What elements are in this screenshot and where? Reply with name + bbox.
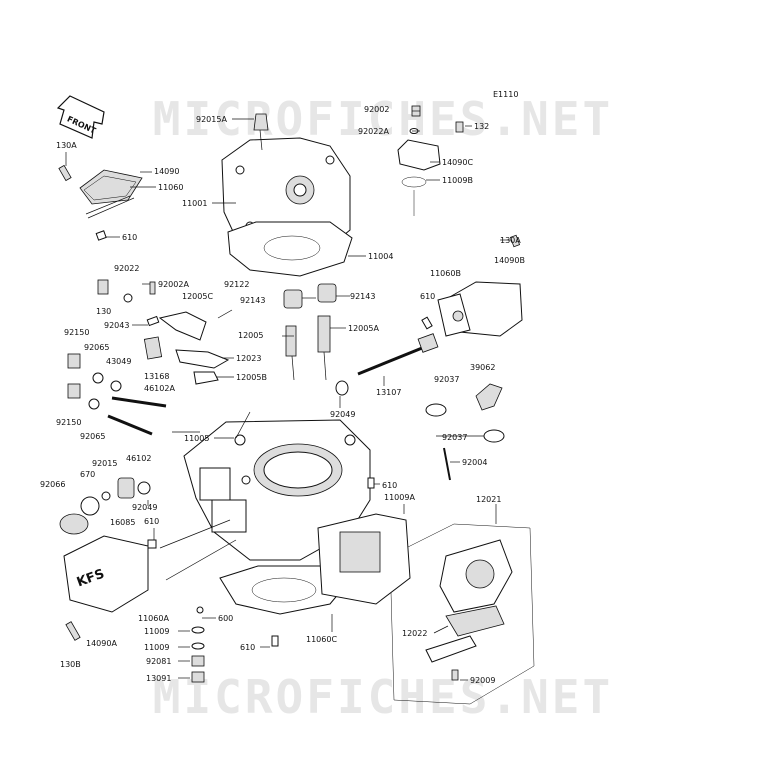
label-130a-topleft: 130A — [56, 141, 77, 150]
label-130: 130 — [96, 307, 111, 316]
label-46102a: 46102A — [144, 384, 175, 393]
label-670: 670 — [80, 470, 95, 479]
label-92002a: 92002A — [158, 280, 189, 289]
reed-valve-assembly — [389, 523, 535, 705]
label-11060: 11060 — [158, 183, 183, 192]
label-13107: 13107 — [376, 388, 401, 397]
label-610-b: 610 — [420, 292, 435, 301]
label-12005a: 12005A — [348, 324, 379, 333]
diagram-code: E1110 — [493, 90, 518, 99]
label-92122: 92122 — [224, 280, 249, 289]
leader-lines — [65, 110, 512, 681]
label-46102: 46102 — [126, 454, 151, 463]
label-16085: 16085 — [110, 518, 135, 527]
valve-shaft — [335, 333, 439, 396]
label-12005b: 12005B — [236, 373, 267, 382]
label-92004: 92004 — [462, 458, 487, 467]
label-11009b: 11009B — [442, 176, 473, 185]
label-11004: 11004 — [368, 252, 393, 261]
label-13091: 13091 — [146, 674, 171, 683]
label-92049-b: 92049 — [132, 503, 157, 512]
label-11009a: 11009A — [384, 493, 415, 502]
label-12022: 12022 — [402, 629, 427, 638]
label-11060c: 11060C — [306, 635, 337, 644]
watermark-bottom: MICROFICHES.NET — [152, 670, 614, 724]
label-11001: 11001 — [182, 199, 207, 208]
label-92022a: 92022A — [358, 127, 389, 136]
label-12005c: 12005C — [182, 292, 213, 301]
label-11009-a: 11009 — [144, 627, 169, 636]
label-92143-a: 92143 — [240, 296, 265, 305]
label-92002: 92002 — [364, 105, 389, 114]
label-14090a: 14090A — [86, 639, 117, 648]
label-13168: 13168 — [144, 372, 169, 381]
label-610-c: 610 — [382, 481, 397, 490]
label-43049: 43049 — [106, 357, 131, 366]
label-92009: 92009 — [470, 676, 495, 685]
label-92043: 92043 — [104, 321, 129, 330]
label-14090c: 14090C — [442, 158, 473, 167]
label-92015: 92015 — [92, 459, 117, 468]
label-92143-b: 92143 — [350, 292, 375, 301]
label-610-a: 610 — [122, 233, 137, 242]
label-92065-a: 92065 — [84, 343, 109, 352]
label-39062: 39062 — [470, 363, 495, 372]
valve-cover — [421, 234, 523, 337]
label-92015a: 92015A — [196, 115, 227, 124]
exhaust-valves — [283, 283, 337, 381]
label-92081: 92081 — [146, 657, 171, 666]
label-11060b: 11060B — [430, 269, 461, 278]
label-92037-a: 92037 — [434, 375, 459, 384]
label-130a-right: 130A — [500, 236, 521, 245]
label-12005: 12005 — [238, 331, 263, 340]
label-600: 600 — [218, 614, 233, 623]
label-130b: 130B — [60, 660, 81, 669]
left-lower-parts: KFS — [59, 477, 151, 641]
label-12023: 12023 — [236, 354, 261, 363]
top-left-cap-group — [58, 164, 143, 241]
watermark-top: MICROFICHES.NET — [152, 92, 614, 146]
head-gasket — [227, 221, 353, 277]
left-plugs — [67, 353, 167, 436]
part-labels: 92002 92015A 132 92022A 130A 14090 11060… — [40, 105, 525, 685]
intake-manifold — [317, 513, 411, 605]
label-11060a: 11060A — [138, 614, 169, 623]
label-92150-b: 92150 — [56, 418, 81, 427]
small-parts-center — [147, 383, 505, 683]
label-92049-a: 92049 — [330, 410, 355, 419]
small-parts-upper-left — [97, 279, 233, 385]
label-610-d: 610 — [144, 517, 159, 526]
label-12021: 12021 — [476, 495, 501, 504]
front-arrow-icon: FRONT — [56, 95, 105, 139]
cylinder-block — [183, 419, 371, 561]
label-132: 132 — [474, 122, 489, 131]
label-92022: 92022 — [114, 264, 139, 273]
label-14090b: 14090B — [494, 256, 525, 265]
label-92066: 92066 — [40, 480, 65, 489]
label-11005: 11005 — [184, 434, 209, 443]
label-92065-b: 92065 — [80, 432, 105, 441]
label-92150-a: 92150 — [64, 328, 89, 337]
label-92037-b: 92037 — [442, 433, 467, 442]
label-610-e: 610 — [240, 643, 255, 652]
label-14090: 14090 — [154, 167, 179, 176]
label-11009-b: 11009 — [144, 643, 169, 652]
